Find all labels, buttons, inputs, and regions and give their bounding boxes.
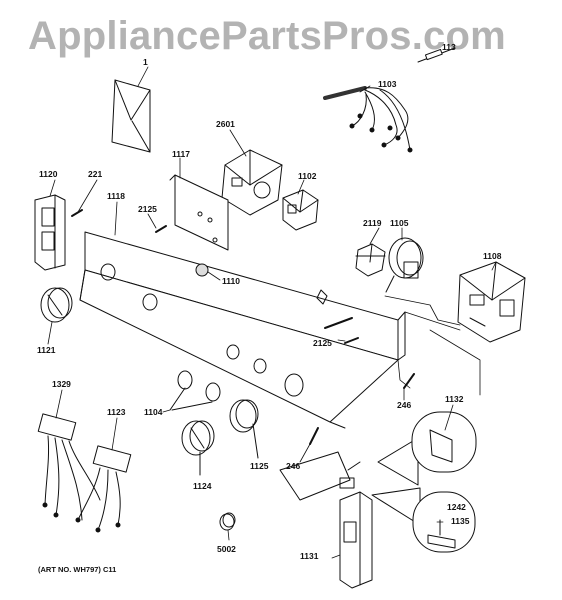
callout-2119: 2119 (363, 218, 382, 228)
callout-1124: 1124 (193, 481, 212, 491)
watermark: AppliancePartsPros.com (28, 14, 506, 58)
screws-part (155, 225, 359, 344)
grommet-part (195, 263, 209, 277)
small-cap-part (219, 512, 236, 531)
callout-246-bottom: 246 (286, 461, 301, 471)
callout-5002: 5002 (217, 544, 236, 554)
callout-2125-bottom: 2125 (313, 338, 332, 348)
thermal-fuse-part (417, 47, 456, 63)
callout-1118: 1118 (107, 191, 125, 201)
callout-1132: 1132 (445, 394, 464, 404)
callout-1125: 1125 (250, 461, 269, 471)
callout-1104: 1104 (144, 407, 163, 417)
small-knobs-part (169, 370, 221, 411)
callout-1135: 1135 (451, 516, 470, 526)
callout-221: 221 (88, 169, 103, 179)
callout-1131: 1131 (300, 551, 319, 561)
motor-assembly-part (457, 261, 526, 343)
left-endcap-part (34, 194, 83, 271)
callout-1103: 1103 (378, 79, 397, 89)
callout-1123: 1123 (107, 407, 126, 417)
callout-1110: 1110 (222, 276, 240, 286)
art-number: (ART NO. WH797) C11 (38, 565, 117, 574)
switch-part (282, 189, 319, 231)
callout-1117: 1117 (172, 149, 190, 159)
left-knob-part (40, 287, 73, 323)
screw-arrow-part (309, 373, 415, 445)
callout-1102: 1102 (298, 171, 317, 181)
timer-bracket-part (169, 174, 229, 251)
callout-246-right: 246 (397, 400, 412, 410)
callout-1120: 1120 (39, 169, 58, 179)
callout-113: 113 (442, 42, 456, 52)
callout-1242: 1242 (447, 502, 466, 512)
small-switch-part (355, 243, 386, 277)
large-knob-part (181, 420, 215, 476)
pressure-switch-part (385, 237, 424, 293)
dial-part (229, 399, 259, 459)
backsplash-panel-part (79, 231, 406, 429)
detail-callouts (279, 411, 477, 553)
manual-part (111, 79, 151, 153)
harness-plugs-part (37, 413, 132, 533)
callout-1105: 1105 (390, 218, 409, 228)
right-endcap-part (339, 491, 373, 589)
wire-harness-part (323, 86, 413, 153)
callout-1108: 1108 (483, 251, 502, 261)
callout-2601: 2601 (216, 119, 235, 129)
callout-1329: 1329 (52, 379, 71, 389)
callout-1: 1 (143, 57, 148, 67)
callout-1121: 1121 (37, 345, 56, 355)
leader-lines (47, 66, 497, 559)
callout-2125-top: 2125 (138, 204, 157, 214)
